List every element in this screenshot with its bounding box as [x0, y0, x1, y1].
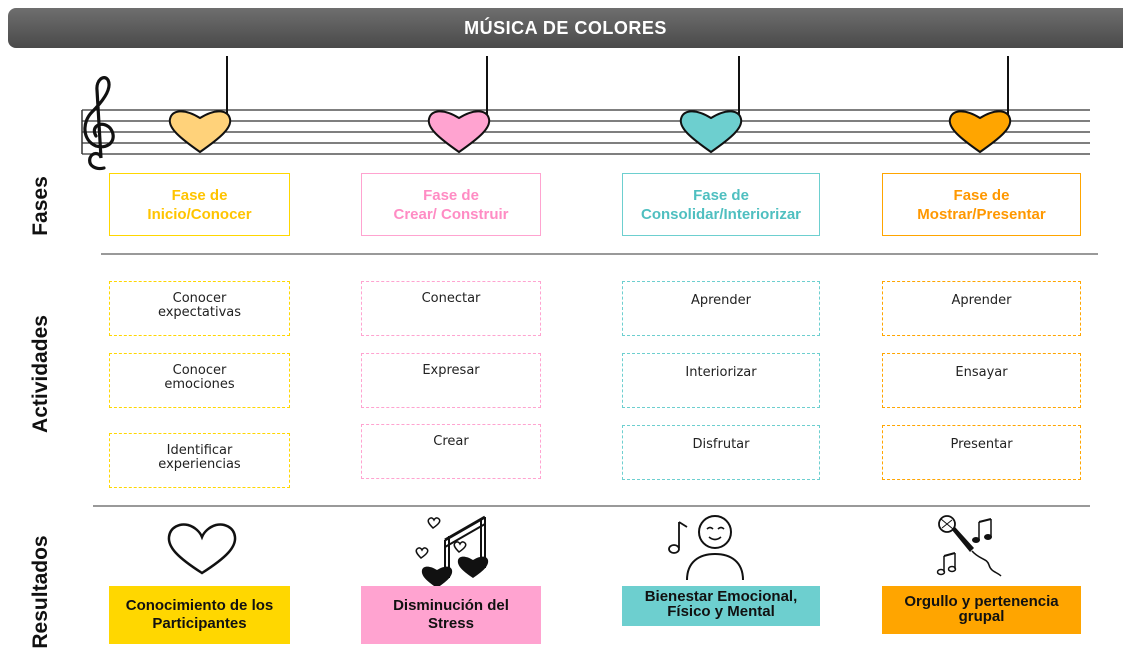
activity-box: Conectar: [361, 281, 541, 336]
activity-line1: Conectar: [421, 291, 481, 306]
activity-line1: Expresar: [422, 363, 480, 378]
activity-box: Aprender: [882, 281, 1081, 336]
result-line2: Físico y Mental: [667, 603, 775, 620]
title-bar: MÚSICA DE COLORES: [8, 8, 1123, 48]
heart-note-2: [427, 56, 491, 154]
heart-note-4: [948, 56, 1012, 154]
heart-outline-icon: [167, 523, 237, 575]
activity-line1: Conocer: [172, 291, 227, 306]
activity-box: Expresar: [361, 353, 541, 408]
phase-title-line1: Fase de: [171, 186, 228, 204]
separator-phases: [101, 253, 1098, 255]
activity-line1: Crear: [433, 434, 469, 449]
activity-line1: Conocer: [172, 363, 227, 378]
activity-line2: experiencias: [158, 457, 241, 472]
result-line1: Bienestar Emocional,: [644, 588, 798, 605]
music-notes-hearts-icon: [415, 515, 489, 588]
activity-box: Ensayar: [882, 353, 1081, 408]
happy-person-note-icon: [668, 515, 744, 581]
heart-note-3: [679, 56, 743, 154]
activity-line1: Ensayar: [955, 365, 1008, 380]
result-line2: Stress: [428, 615, 474, 632]
result-line1: Orgullo y pertenencia: [904, 593, 1059, 610]
activity-line2: expectativas: [157, 305, 242, 320]
activity-line1: Aprender: [690, 293, 752, 308]
activity-line2: emociones: [164, 377, 235, 392]
music-staff: [81, 56, 1090, 171]
treble-clef-icon: [83, 76, 115, 171]
phase-title-line1: Fase de: [423, 186, 479, 204]
activity-box: Presentar: [882, 425, 1081, 480]
row-label-fases: Fases: [29, 176, 52, 236]
result-line1: Conocimiento de los: [125, 597, 274, 614]
result-line2: grupal: [958, 608, 1005, 625]
page-title: MÚSICA DE COLORES: [464, 17, 667, 38]
phase-title-line2: Inicio/Conocer: [147, 205, 252, 223]
phase-title-line2: Mostrar/Presentar: [917, 205, 1046, 223]
activity-box: Aprender: [622, 281, 820, 336]
activity-line1: Identificar: [166, 443, 233, 458]
row-label-resultados: Resultados: [29, 535, 52, 649]
activity-line1: Disfrutar: [692, 437, 750, 452]
microphone-notes-icon: [936, 515, 1002, 577]
row-label-actividades: Actividades: [29, 315, 52, 433]
phase-title-line1: Fase de: [953, 186, 1010, 204]
activity-box: Crear: [361, 424, 541, 479]
separator-activities: [93, 505, 1090, 507]
heart-note-1: [168, 56, 232, 154]
result-box-bienestar: Bienestar Emocional,Físico y Mental: [622, 586, 820, 626]
phase-title-line2: Crear/ Construir: [393, 205, 509, 223]
activity-line1: Presentar: [950, 437, 1013, 452]
phase-title-line1: Fase de: [693, 186, 749, 204]
result-line1: Disminución del: [393, 597, 509, 614]
activity-box: Disfrutar: [622, 425, 820, 480]
activity-box: Interiorizar: [622, 353, 820, 408]
activity-line1: Aprender: [951, 293, 1012, 308]
activity-line1: Interiorizar: [685, 365, 757, 380]
staff-lines: [82, 109, 1090, 155]
phase-title-line2: Consolidar/Interiorizar: [640, 205, 802, 223]
result-line2: Participantes: [152, 615, 247, 632]
